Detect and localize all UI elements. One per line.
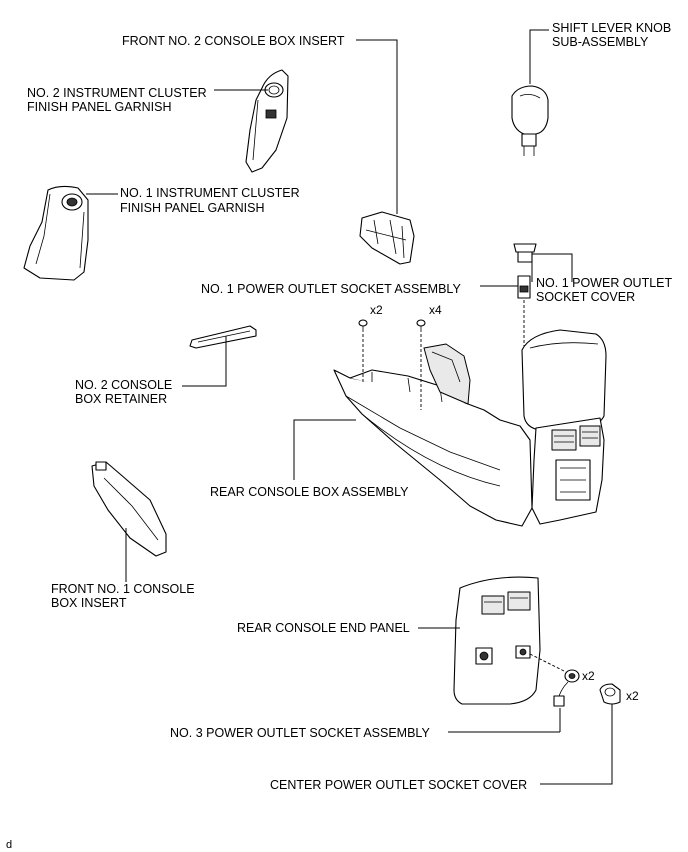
label-no2-console-retainer-line1: NO. 2 CONSOLE — [75, 378, 172, 392]
no1-outlet-socket-drawing — [517, 275, 531, 299]
label-no3-power-outlet-socket-assembly: NO. 3 POWER OUTLET SOCKET ASSEMBLY — [170, 726, 430, 740]
shift-knob-drawing — [511, 85, 549, 156]
rear-end-panel-drawing — [453, 576, 541, 705]
label-no1-power-outlet-cover-line2: SOCKET COVER — [536, 290, 635, 304]
leader-no1-outlet-cover — [531, 253, 573, 282]
no1-cluster-garnish-drawing — [23, 185, 89, 281]
label-no2-cluster-garnish-line1: NO. 2 INSTRUMENT CLUSTER — [27, 86, 207, 100]
front-no2-insert-drawing — [359, 211, 415, 265]
label-shift-lever-knob-line2: SUB-ASSEMBLY — [552, 35, 649, 49]
no3-outlet-socket-drawing — [553, 669, 580, 707]
label-front-no1-console-insert-line2: BOX INSERT — [51, 596, 127, 610]
leader-no2-retainer — [182, 336, 227, 387]
dash-socket-to-panel — [529, 653, 567, 673]
label-no1-cluster-garnish-line1: NO. 1 INSTRUMENT CLUSTER — [120, 186, 300, 200]
label-rear-console-end-panel: REAR CONSOLE END PANEL — [237, 621, 410, 635]
label-qty-screw-right: x4 — [429, 303, 442, 317]
label-no2-console-retainer-line2: BOX RETAINER — [75, 392, 167, 406]
label-no2-cluster-garnish-line2: FINISH PANEL GARNISH — [27, 100, 171, 114]
footer-code: d — [6, 839, 12, 851]
label-shift-lever-knob-line1: SHIFT LEVER KNOB — [552, 21, 671, 35]
label-front-no1-console-insert-line1: FRONT NO. 1 CONSOLE — [51, 582, 195, 596]
no2-cluster-garnish-drawing — [245, 69, 289, 173]
leader-shift-knob — [529, 29, 549, 84]
label-qty-socket-assembly: x2 — [582, 669, 595, 683]
label-no1-power-outlet-socket-assembly: NO. 1 POWER OUTLET SOCKET ASSEMBLY — [201, 282, 461, 296]
no1-outlet-cover-drawing — [513, 243, 537, 263]
label-rear-console-box-assembly: REAR CONSOLE BOX ASSEMBLY — [210, 485, 409, 499]
leader-center-cover — [540, 704, 613, 785]
label-front-no2-console-box-insert: FRONT NO. 2 CONSOLE BOX INSERT — [122, 34, 345, 48]
label-center-power-outlet-socket-cover: CENTER POWER OUTLET SOCKET COVER — [270, 778, 527, 792]
leader-front-no2-insert — [356, 39, 398, 214]
leader-rear-console-box — [293, 419, 356, 480]
label-qty-screw-left: x2 — [370, 303, 383, 317]
label-no1-power-outlet-cover-line1: NO. 1 POWER OUTLET — [536, 276, 672, 290]
label-qty-socket-cover: x2 — [626, 689, 639, 703]
center-outlet-cover-drawing — [599, 683, 621, 705]
screw-left-drawing — [358, 319, 368, 332]
no2-retainer-drawing — [189, 325, 257, 349]
screw-right-drawing — [416, 319, 426, 332]
label-no1-cluster-garnish-line2: FINISH PANEL GARNISH — [120, 201, 264, 215]
rear-console-box-drawing — [333, 329, 607, 527]
front-no1-insert-drawing — [91, 461, 167, 557]
